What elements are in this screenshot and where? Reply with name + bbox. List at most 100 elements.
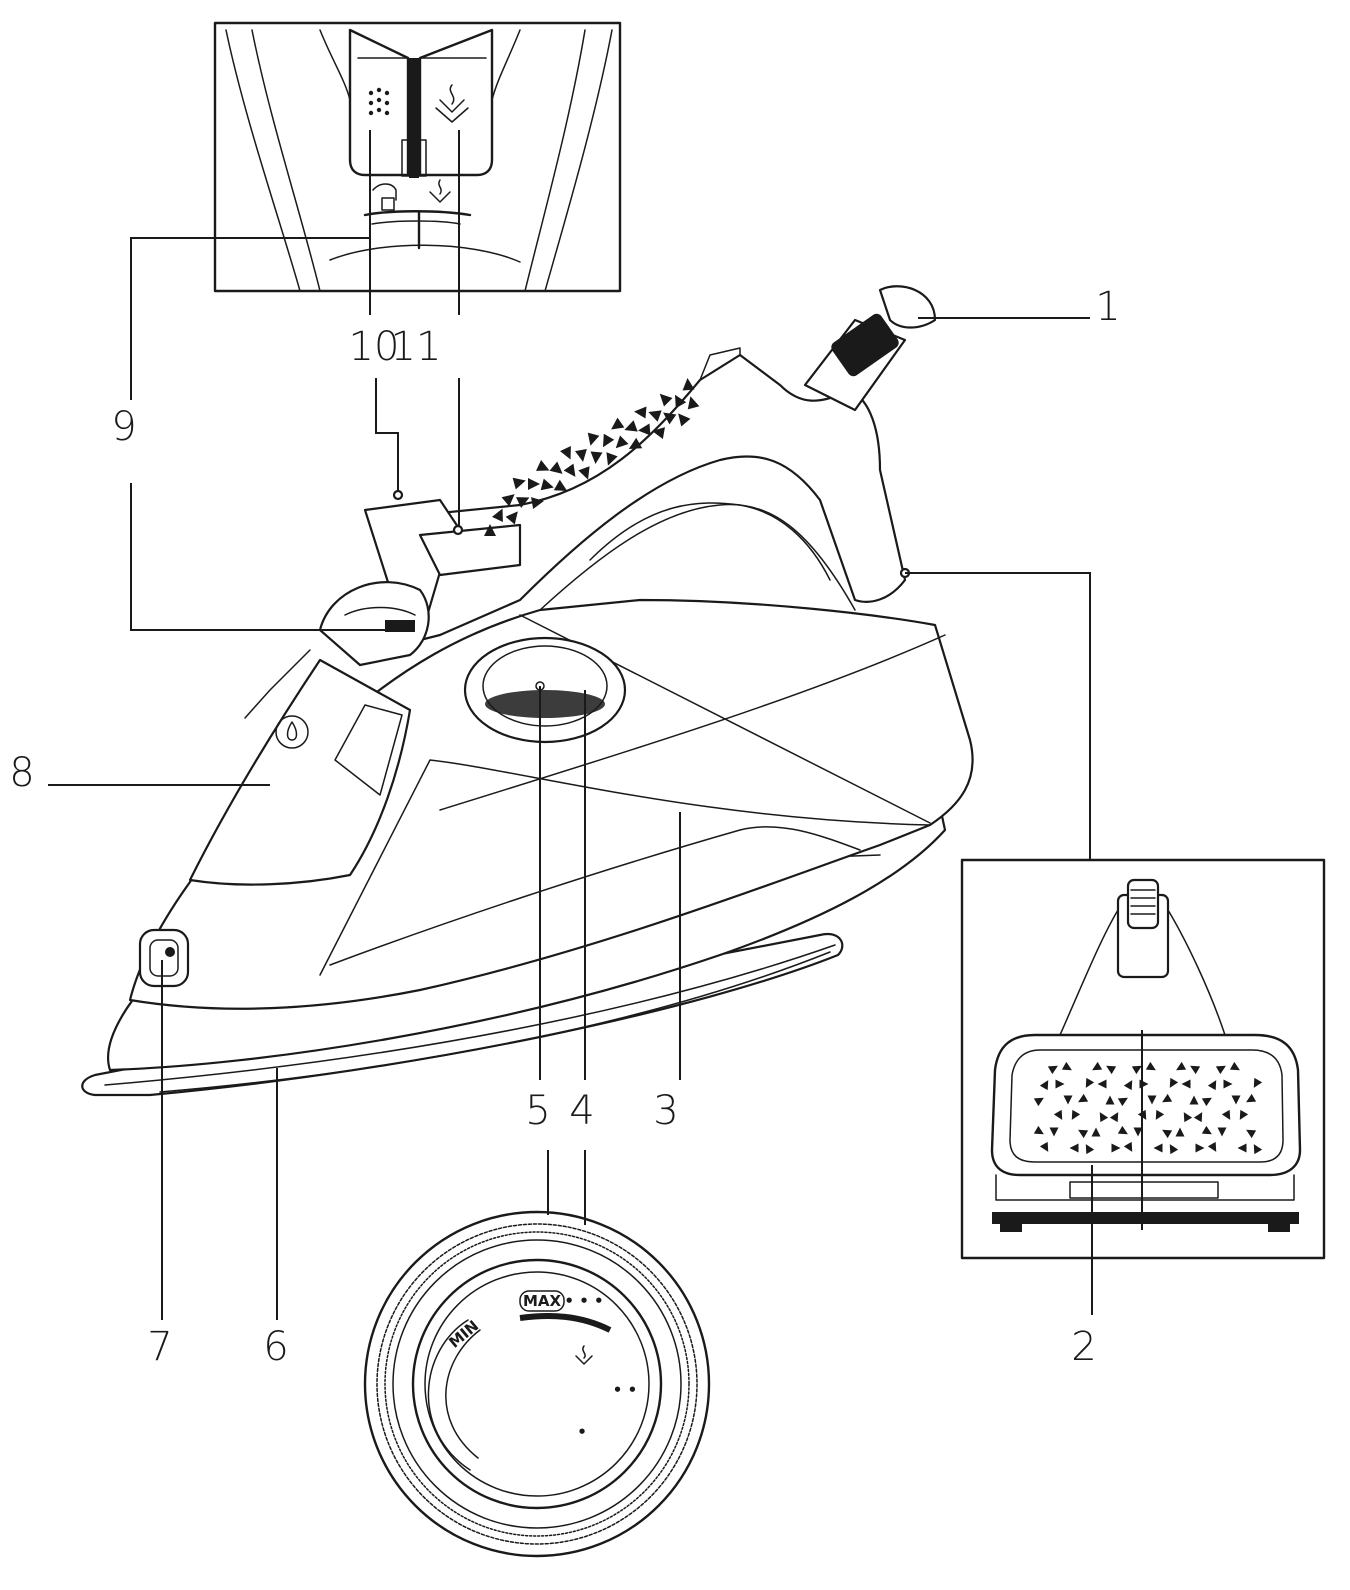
grip-mark	[624, 420, 638, 432]
anti-calc-icon	[372, 183, 397, 211]
vent-mark	[1246, 1129, 1257, 1139]
grip-pattern	[484, 378, 700, 536]
steam-burst-icon	[435, 84, 469, 123]
vent-mark	[1117, 1097, 1128, 1107]
vent-mark	[1069, 1143, 1079, 1153]
callout-5: 5	[525, 1088, 550, 1134]
spray-burst-icon	[368, 87, 390, 116]
grip-mark	[578, 466, 590, 480]
grip-mark	[648, 410, 662, 422]
callout-1: 1	[1095, 284, 1120, 330]
vent-mark	[1091, 1127, 1101, 1137]
callout-6: 6	[263, 1324, 288, 1370]
grip-mark	[634, 406, 647, 419]
vent-mark	[1033, 1097, 1044, 1107]
vent-mark	[1033, 1125, 1044, 1135]
grip-mark	[687, 396, 700, 410]
vent-mark	[1175, 1127, 1185, 1137]
vent-mark	[1207, 1141, 1217, 1152]
grip-mark	[682, 378, 695, 391]
grip-mark	[492, 508, 503, 522]
vent-mark	[1063, 1095, 1073, 1105]
grip-mark	[516, 497, 530, 508]
grip-mark	[590, 451, 603, 464]
vent-mark	[1169, 1144, 1179, 1155]
callout-8: 8	[9, 750, 34, 796]
grip-mark	[484, 524, 496, 536]
vent-mark	[1176, 1061, 1187, 1071]
vent-mark	[1229, 1061, 1240, 1071]
grip-mark	[652, 427, 665, 439]
grip-mark	[560, 446, 571, 460]
vent-mark	[1217, 1127, 1227, 1137]
vent-mark	[1145, 1061, 1156, 1071]
vent-mark	[1253, 1077, 1263, 1088]
grip-mark	[638, 423, 651, 436]
vent-mark	[1207, 1080, 1217, 1091]
vent-mark	[1237, 1143, 1247, 1153]
steam-spray-icon	[429, 179, 451, 203]
vent-mark	[1153, 1143, 1163, 1153]
grip-mark	[659, 393, 673, 407]
vent-mark	[1239, 1109, 1249, 1120]
grip-mark	[512, 477, 526, 490]
grip-mark	[540, 478, 554, 491]
grip-mark	[587, 432, 600, 446]
vent-mark	[1105, 1095, 1115, 1105]
vent-mark	[1147, 1095, 1157, 1105]
temperature-dial-detail: MAX • • • MIN • • •	[363, 1210, 711, 1558]
vent-mark	[1195, 1143, 1205, 1153]
vent-mark	[1183, 1112, 1193, 1123]
vent-mark	[1111, 1143, 1121, 1153]
grip-mark	[603, 433, 615, 448]
grip-mark	[575, 449, 587, 462]
vent-mark	[1117, 1125, 1128, 1135]
callout-7: 7	[147, 1324, 172, 1370]
vent-mark	[1215, 1065, 1226, 1075]
vent-mark	[1109, 1112, 1119, 1123]
spray-nozzle	[138, 928, 190, 988]
vent-mark	[1039, 1080, 1049, 1091]
vent-mark	[1085, 1144, 1095, 1155]
vent-mark	[1055, 1079, 1065, 1089]
vent-mark	[1078, 1129, 1089, 1139]
vent-mark	[1053, 1109, 1063, 1120]
callout-labels: 1 2 3 4 5 6 7 8 9 10 11	[9, 284, 1120, 1370]
dial-steam-icon	[575, 1345, 593, 1365]
vent-mark	[1246, 1093, 1257, 1103]
cord-guard	[803, 285, 937, 412]
vent-mark	[1049, 1127, 1059, 1137]
inset-heel-rest	[960, 858, 1326, 1260]
dial-dots-high: • • •	[564, 1292, 603, 1310]
vent-mark	[1221, 1109, 1231, 1120]
grip-mark	[553, 479, 568, 491]
handle	[368, 353, 907, 642]
callout-2: 2	[1071, 1324, 1096, 1370]
grip-mark	[501, 494, 515, 507]
callout-3: 3	[653, 1088, 678, 1134]
vent-mark	[1133, 1127, 1143, 1137]
vent-mark	[1190, 1065, 1201, 1075]
grip-mark	[675, 394, 687, 409]
iron-body	[81, 285, 974, 1097]
dial-max-label: MAX	[523, 1292, 562, 1310]
callout-11: 11	[391, 324, 442, 370]
vent-mark	[1162, 1093, 1173, 1103]
grip-mark	[663, 412, 677, 425]
steam-selector	[318, 581, 430, 667]
vent-mark	[1223, 1079, 1233, 1089]
vent-mark	[1155, 1109, 1165, 1120]
leader-lines	[48, 130, 1143, 1320]
vent-mark	[1169, 1077, 1179, 1088]
grip-mark	[678, 413, 691, 427]
grip-mark	[505, 511, 518, 525]
grip-mark	[528, 478, 540, 490]
vent-mark	[1106, 1065, 1117, 1075]
callout-4: 4	[569, 1088, 594, 1134]
grip-mark	[549, 461, 563, 474]
vent-mark	[1039, 1141, 1049, 1152]
grip-mark	[615, 435, 629, 449]
grip-mark	[531, 497, 544, 509]
vent-mark	[1085, 1077, 1095, 1088]
